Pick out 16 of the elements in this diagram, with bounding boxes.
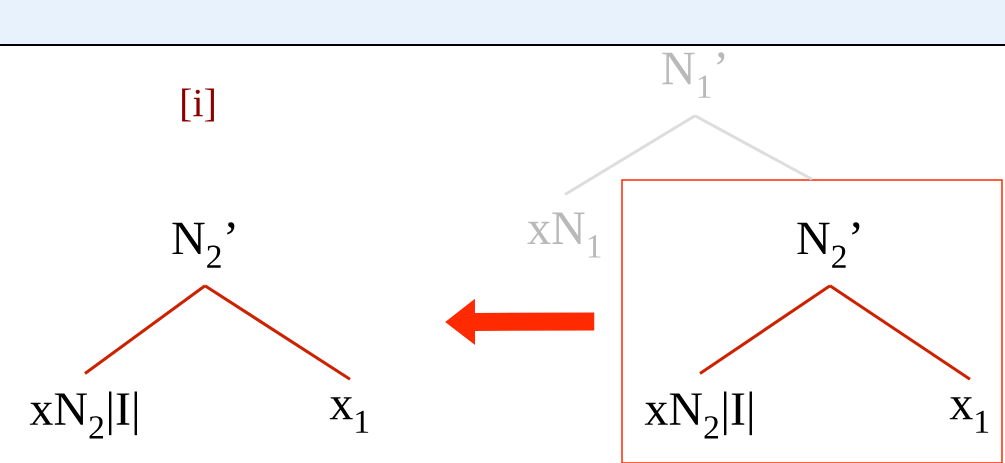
tree-branch — [699, 284, 831, 375]
tree-label: N$_{2}$’ — [172, 222, 235, 268]
tree-label: x$_{1}$ — [949, 397, 989, 433]
tree-label: x$_{1}$ — [329, 397, 369, 433]
tree-label: N$_{1}$’ — [662, 52, 725, 98]
highlight-box — [621, 179, 1003, 463]
tree-branch — [694, 114, 813, 181]
tree-label: xN$_{2}$|I| — [29, 391, 137, 439]
tree-label: N$_{2}$’ — [797, 222, 860, 268]
bracket-label: [i] — [182, 88, 214, 122]
tree-branch — [829, 284, 971, 381]
tree-branch — [204, 284, 351, 381]
tree-branch — [564, 114, 696, 196]
tree-label: xN$_{2}$|I| — [644, 391, 752, 439]
tree-branch — [84, 284, 206, 375]
tree-label: xN$_{1}$ — [527, 212, 601, 258]
